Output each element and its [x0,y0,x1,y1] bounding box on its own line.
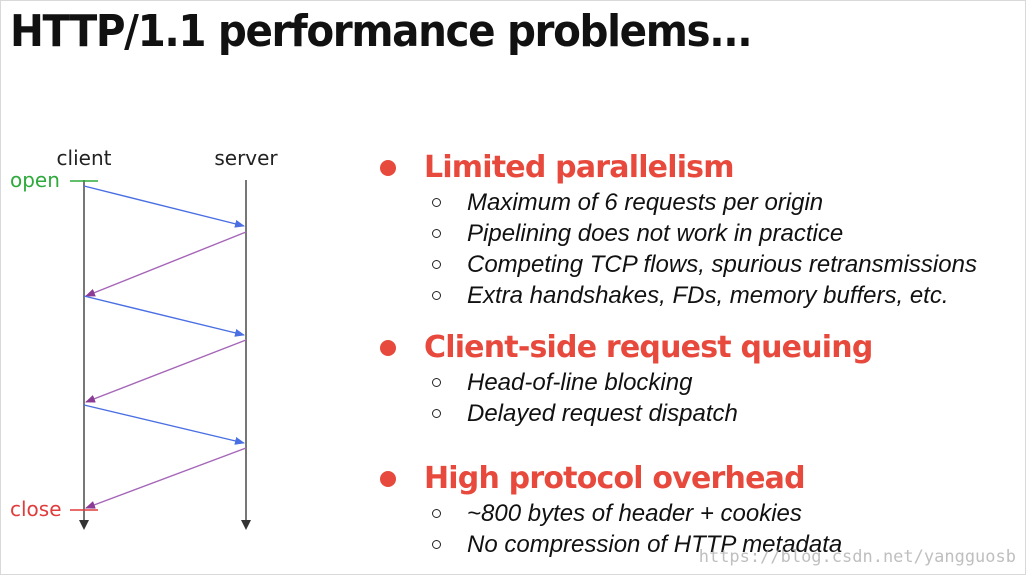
section-title: Limited parallelism [424,150,735,185]
hollow-bullet-icon [432,378,441,387]
slide-title: HTTP/1.1 performance problems... [10,6,753,57]
hollow-bullet-icon [432,229,441,238]
list-item-text: ~800 bytes of header + cookies [467,499,802,527]
server-label: server [214,146,278,170]
hollow-bullet-icon [432,409,441,418]
client-label: client [57,146,112,170]
list-item-text: Competing TCP flows, spurious retransmis… [467,250,977,278]
list-item: Delayed request dispatch [432,398,873,429]
section-heading: Limited parallelism [380,150,977,185]
list-item: Extra handshakes, FDs, memory buffers, e… [432,280,977,311]
request-arrow-1 [83,185,245,228]
response-arrow-2 [85,339,247,403]
sequence-diagram: client server open close [10,146,278,530]
list-item: No compression of HTTP metadata [432,529,842,560]
list-item: Competing TCP flows, spurious retransmis… [432,249,977,280]
hollow-bullet-icon [432,198,441,207]
list-item: Pipelining does not work in practice [432,218,977,249]
watermark: https://blog.csdn.net/yangguosb [698,547,1016,567]
section-bullet-icon [380,470,396,487]
response-arrow-3 [85,447,247,509]
sub-list: ~800 bytes of header + cookies No compre… [432,498,842,560]
list-item-text: Head-of-line blocking [467,368,693,396]
section-limited-parallelism: Limited parallelism Maximum of 6 request… [380,150,977,311]
hollow-bullet-icon [432,509,441,518]
open-label: open [10,168,60,192]
hollow-bullet-icon [432,260,441,269]
list-item-text: Extra handshakes, FDs, memory buffers, e… [467,281,949,309]
section-title: High protocol overhead [424,461,806,496]
request-arrow-2 [83,295,245,337]
section-heading: Client-side request queuing [380,330,873,365]
client-timeline-arrowhead [79,520,89,530]
close-label: close [10,497,62,521]
hollow-bullet-icon [432,291,441,300]
section-high-protocol-overhead: High protocol overhead ~800 bytes of hea… [380,461,842,560]
section-bullet-icon [380,339,396,356]
response-arrow-1 [85,231,247,297]
list-item-text: No compression of HTTP metadata [467,530,843,558]
list-item: Head-of-line blocking [432,367,873,398]
list-item-text: Maximum of 6 requests per origin [467,188,824,216]
hollow-bullet-icon [432,540,441,549]
server-timeline-arrowhead [241,520,251,530]
section-title: Client-side request queuing [424,330,873,365]
sub-list: Maximum of 6 requests per origin Pipelin… [432,187,977,311]
request-arrow-3 [83,404,245,445]
list-item: Maximum of 6 requests per origin [432,187,977,218]
list-item-text: Pipelining does not work in practice [467,219,844,247]
section-heading: High protocol overhead [380,461,842,496]
section-bullet-icon [380,159,396,176]
sub-list: Head-of-line blocking Delayed request di… [432,367,873,429]
list-item: ~800 bytes of header + cookies [432,498,842,529]
list-item-text: Delayed request dispatch [467,399,738,427]
section-client-side-request-queuing: Client-side request queuing Head-of-line… [380,330,873,429]
